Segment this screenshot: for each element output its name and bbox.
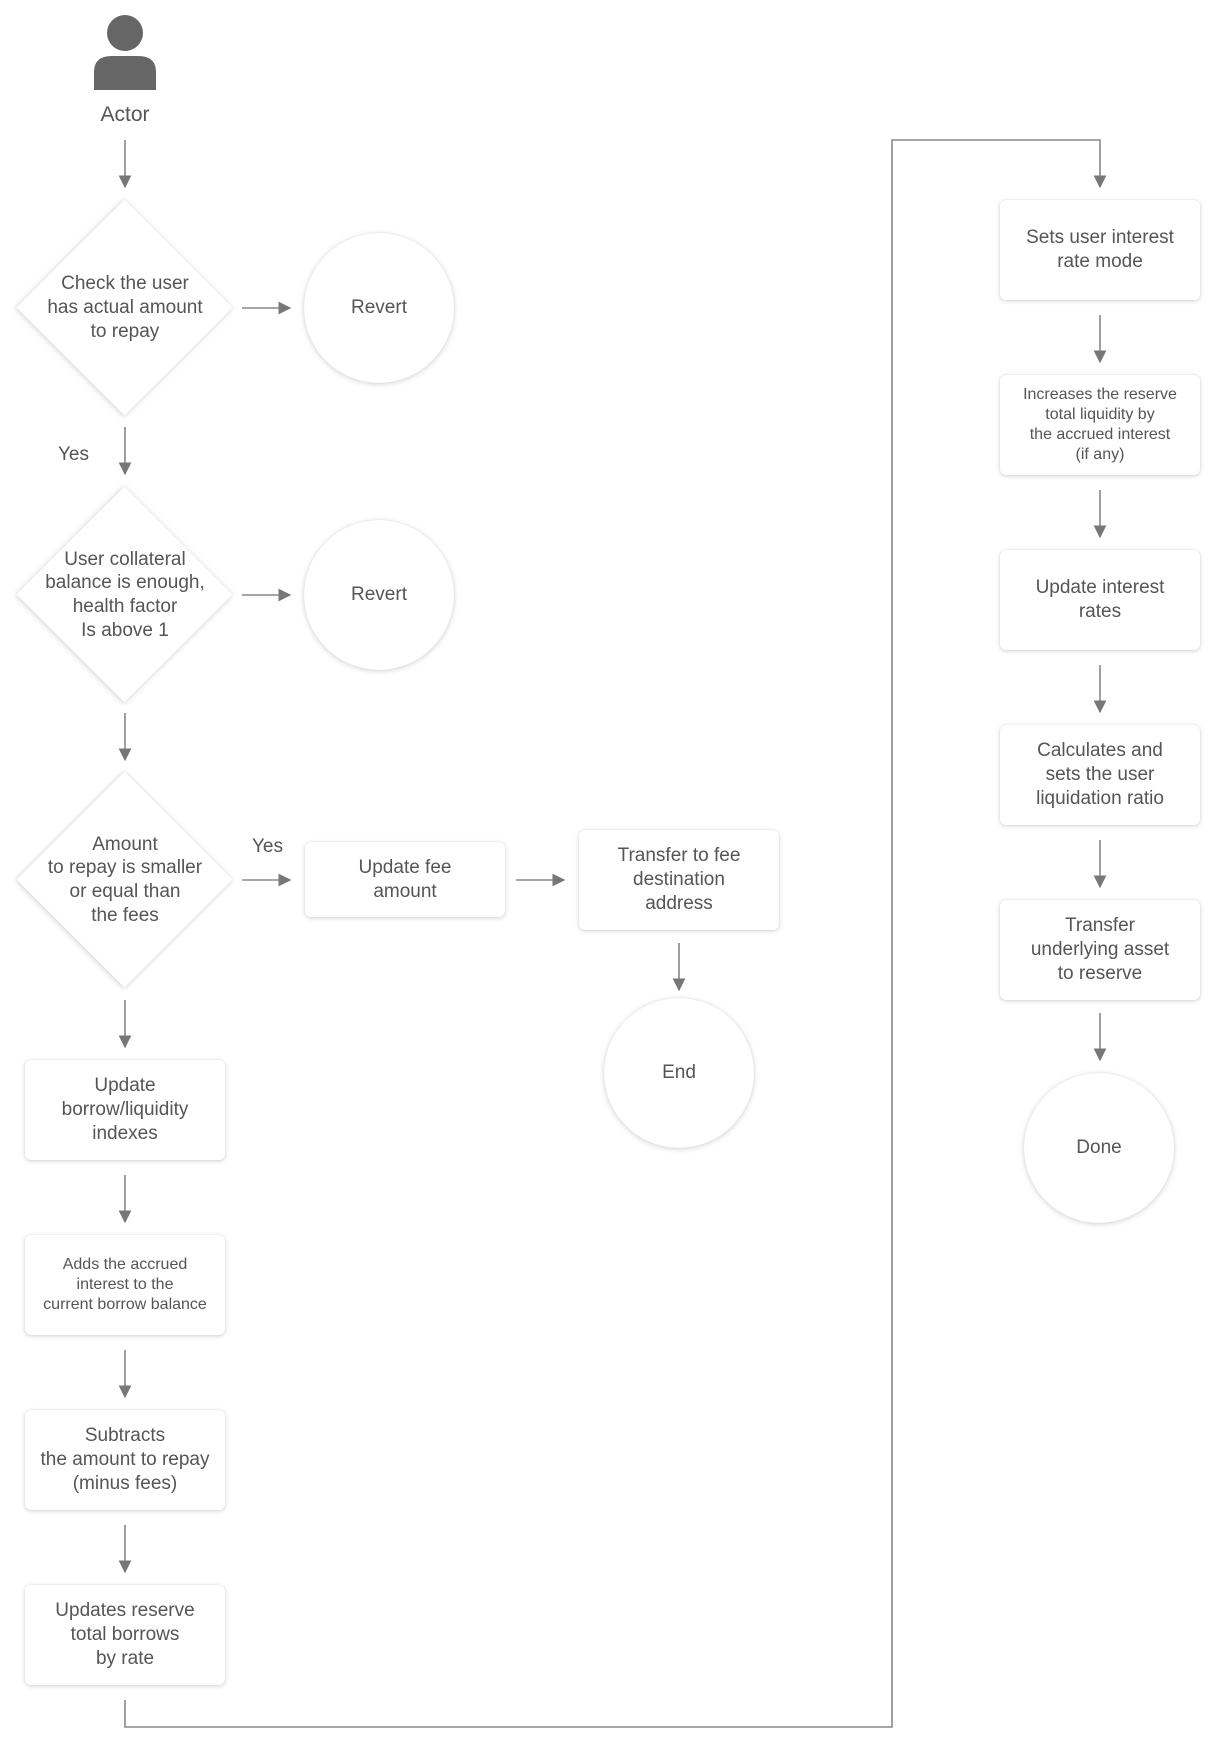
step-adds-interest: Adds the accrued interest to the current… — [25, 1235, 225, 1335]
actor-icon — [94, 15, 156, 90]
step-transfer-asset: Transfer underlying asset to reserve — [1000, 900, 1200, 1000]
step-sets-rate-mode: Sets user interest rate mode — [1000, 200, 1200, 300]
end-terminal: End — [604, 998, 754, 1148]
decision-collateral-text: User collateral balance is enough, healt… — [45, 548, 205, 641]
decision-fees: Amount to repay is smaller or equal than… — [16, 771, 233, 988]
revert-terminal-1: Revert — [304, 233, 454, 383]
yes-label-check: Yes — [58, 444, 89, 465]
decision-check-amount-text: Check the user has actual amount to repa… — [47, 273, 203, 342]
step-subtracts: Subtracts the amount to repay (minus fee… — [25, 1410, 225, 1510]
step-update-indexes: Update borrow/liquidity indexes — [25, 1060, 225, 1160]
decision-collateral: User collateral balance is enough, healt… — [16, 486, 233, 703]
step-update-rates: Update interest rates — [1000, 550, 1200, 650]
connector-to-right-column — [124, 139, 1107, 1728]
step-updates-reserve: Updates reserve total borrows by rate — [25, 1585, 225, 1685]
decision-check-amount: Check the user has actual amount to repa… — [16, 199, 233, 416]
step-transfer-fee: Transfer to fee destination address — [579, 830, 779, 930]
decision-fees-text: Amount to repay is smaller or equal than… — [47, 833, 203, 926]
step-calc-ratio: Calculates and sets the user liquidation… — [1000, 725, 1200, 825]
yes-label-fees: Yes — [252, 836, 283, 857]
revert-terminal-2: Revert — [304, 520, 454, 670]
done-terminal: Done — [1024, 1073, 1174, 1223]
step-increases-liquidity: Increases the reserve total liquidity by… — [1000, 375, 1200, 475]
step-update-fee: Update fee amount — [305, 842, 505, 917]
actor-label: Actor — [100, 103, 150, 126]
